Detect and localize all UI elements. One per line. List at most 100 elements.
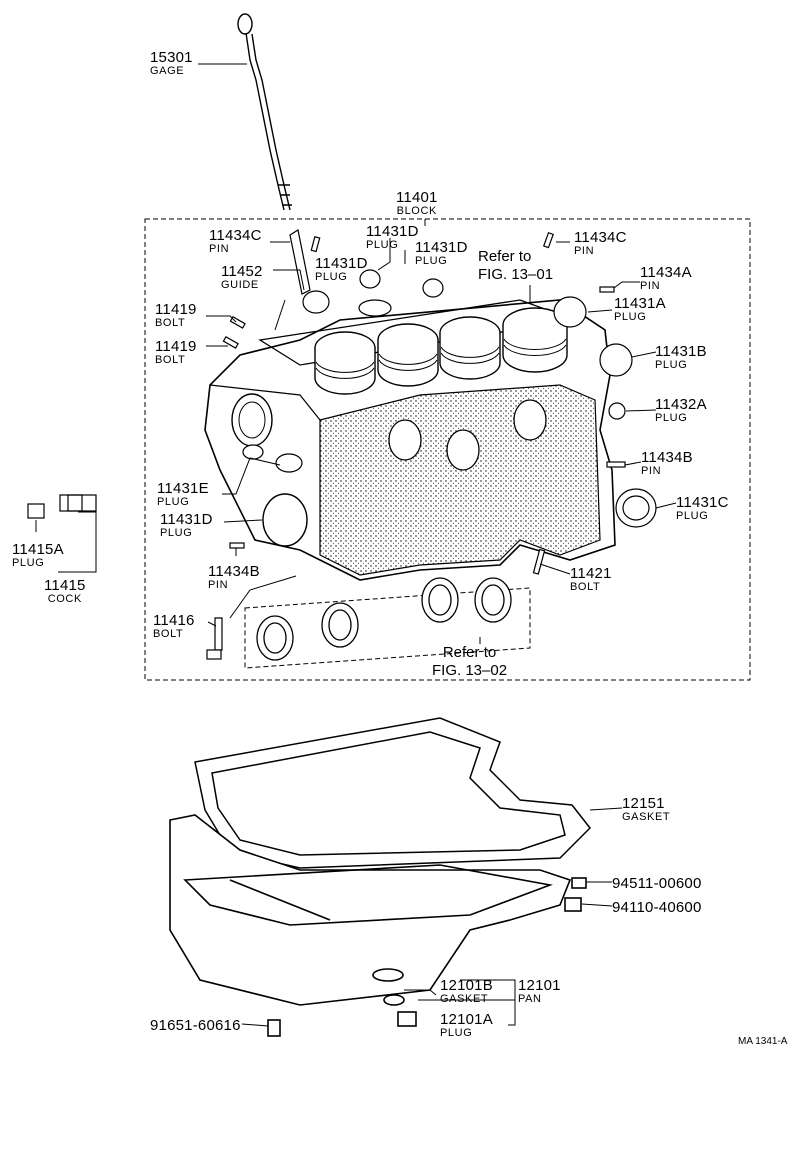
label-pin-11434c-right: 11434C PIN	[574, 230, 627, 257]
label-plug-11431a-name: PLUG	[614, 311, 647, 323]
label-plug-11431a-number: 11431A	[614, 295, 666, 312]
label-block-number: 11401	[396, 189, 438, 206]
label-plug-11431a: 11431A PLUG	[614, 296, 666, 323]
label-plug-11431e: 11431E PLUG	[157, 481, 209, 508]
label-plug-12101a-name: PLUG	[440, 1027, 473, 1039]
label-bolt-11419-a-number: 11419	[155, 301, 197, 318]
label-plug-11431d-b-name: PLUG	[315, 271, 348, 283]
label-plug-12101a: 12101A PLUG	[440, 1012, 493, 1039]
ref-fig-13-02-line2: FIG. 13–02	[432, 662, 508, 679]
label-plug-11431d-a-name: PLUG	[366, 239, 399, 251]
label-cock: 11415 COCK	[44, 578, 86, 605]
label-plug-11431b-name: PLUG	[655, 359, 688, 371]
label-pin-11434c-left-name: PIN	[209, 243, 230, 255]
label-plug-11431d-d-name: PLUG	[160, 527, 193, 539]
label-plug-11431d-b: 11431D PLUG	[315, 256, 368, 283]
ref-fig-13-02-line1: Refer to	[442, 644, 497, 661]
label-plug-11431c-number: 11431C	[676, 494, 729, 511]
label-nut-94511: 94511-00600	[612, 876, 702, 891]
label-plug-11431d-d: 11431D PLUG	[160, 512, 213, 539]
label-pin-11434b-left-number: 11434B	[208, 563, 260, 580]
label-bolt-11421: 11421 BOLT	[570, 566, 612, 593]
label-pin-11434c-left-number: 11434C	[209, 227, 262, 244]
label-gasket-12101b-name: GASKET	[440, 993, 489, 1005]
label-gage-name: GAGE	[150, 65, 185, 77]
liners	[244, 577, 531, 669]
label-pin-11434a: 11434A PIN	[640, 265, 692, 292]
label-bolt-91651: 91651-60616	[150, 1018, 241, 1033]
label-pin-11434b-left: 11434B PIN	[208, 564, 260, 591]
label-bolt-11416-number: 11416	[153, 612, 195, 629]
label-nut-94110-number: 94110-40600	[612, 899, 702, 916]
ref-fig-13-01-line2: FIG. 13–01	[478, 266, 554, 283]
label-pin-11434b-right: 11434B PIN	[641, 450, 693, 477]
label-plug-11415a: 11415A PLUG	[12, 542, 64, 569]
gage-dipstick	[237, 13, 292, 211]
label-pin-11434b-right-name: PIN	[641, 465, 662, 477]
label-pan-number: 12101	[518, 977, 561, 994]
label-plug-11431d-a: 11431D PLUG	[366, 224, 419, 251]
label-bolt-11419-a-name: BOLT	[155, 317, 186, 329]
block-boundary	[144, 218, 751, 681]
label-bolt-11419-b-number: 11419	[155, 338, 197, 355]
label-plug-11415a-number: 11415A	[12, 541, 64, 558]
label-nut-94511-number: 94511-00600	[612, 875, 702, 892]
label-plug-11415a-name: PLUG	[12, 557, 45, 569]
label-pin-11434b-right-number: 11434B	[641, 449, 693, 466]
label-plug-11431b: 11431B PLUG	[655, 344, 707, 371]
ref-fig-13-01-line1: Refer to	[478, 248, 532, 265]
label-bolt-91651-number: 91651-60616	[150, 1017, 241, 1034]
label-bolt-11421-number: 11421	[570, 565, 612, 582]
label-gasket-12151: 12151 GASKET	[622, 796, 670, 823]
label-gage-number: 15301	[150, 49, 193, 66]
ref-fig-13-02: Refer to FIG. 13–02	[432, 644, 507, 680]
label-block: 11401 BLOCK	[396, 190, 438, 217]
label-plug-11431e-name: PLUG	[157, 496, 190, 508]
label-plug-11431e-number: 11431E	[157, 480, 209, 497]
label-bolt-11419-b: 11419 BOLT	[155, 339, 197, 366]
label-pin-11434a-name: PIN	[640, 280, 661, 292]
label-nut-94110: 94110-40600	[612, 900, 702, 915]
figure-code: MA 1341-A	[738, 1036, 788, 1047]
label-plug-11431d-c-number: 11431D	[415, 239, 468, 256]
label-plug-11432a-number: 11432A	[655, 396, 707, 413]
label-plug-11431d-c: 11431D PLUG	[415, 240, 468, 267]
label-pin-11434c-left: 11434C PIN	[209, 228, 262, 255]
label-gasket-12151-number: 12151	[622, 795, 665, 812]
label-guide-number: 11452	[221, 263, 263, 280]
label-bolt-11419-a: 11419 BOLT	[155, 302, 197, 329]
label-gasket-12101b-number: 12101B	[440, 977, 493, 994]
engine-block	[204, 299, 616, 581]
label-gasket-12151-name: GASKET	[622, 811, 671, 823]
label-gasket-12101b: 12101B GASKET	[440, 978, 493, 1005]
label-guide: 11452 GUIDE	[221, 264, 263, 291]
label-pin-11434b-left-name: PIN	[208, 579, 229, 591]
label-plug-11432a-name: PLUG	[655, 412, 688, 424]
label-plug-12101a-number: 12101A	[440, 1011, 493, 1028]
label-gage: 15301 GAGE	[150, 50, 193, 77]
label-bolt-11421-name: BOLT	[570, 581, 601, 593]
label-plug-11431c-name: PLUG	[676, 510, 709, 522]
label-pin-11434c-right-name: PIN	[574, 245, 595, 257]
label-cock-name: COCK	[47, 593, 82, 605]
label-cock-number: 11415	[44, 577, 86, 594]
label-plug-11431b-number: 11431B	[655, 343, 707, 360]
label-plug-11431d-d-number: 11431D	[160, 511, 213, 528]
label-plug-11431d-b-number: 11431D	[315, 255, 368, 272]
block-small-parts	[27, 229, 657, 660]
leader-lines	[35, 63, 677, 1027]
ref-fig-13-01: Refer to FIG. 13–01	[478, 248, 553, 284]
label-pan-name: PAN	[518, 993, 542, 1005]
label-pan: 12101 PAN	[518, 978, 561, 1005]
label-plug-11431d-a-number: 11431D	[366, 223, 419, 240]
label-plug-11432a: 11432A PLUG	[655, 397, 707, 424]
label-plug-11431c: 11431C PLUG	[676, 495, 729, 522]
oil-pan	[169, 814, 587, 1037]
label-block-name: BLOCK	[396, 205, 437, 217]
label-bolt-11416-name: BOLT	[153, 628, 184, 640]
pan-gasket	[194, 717, 591, 869]
label-bolt-11416: 11416 BOLT	[153, 613, 195, 640]
label-pin-11434c-right-number: 11434C	[574, 229, 627, 246]
